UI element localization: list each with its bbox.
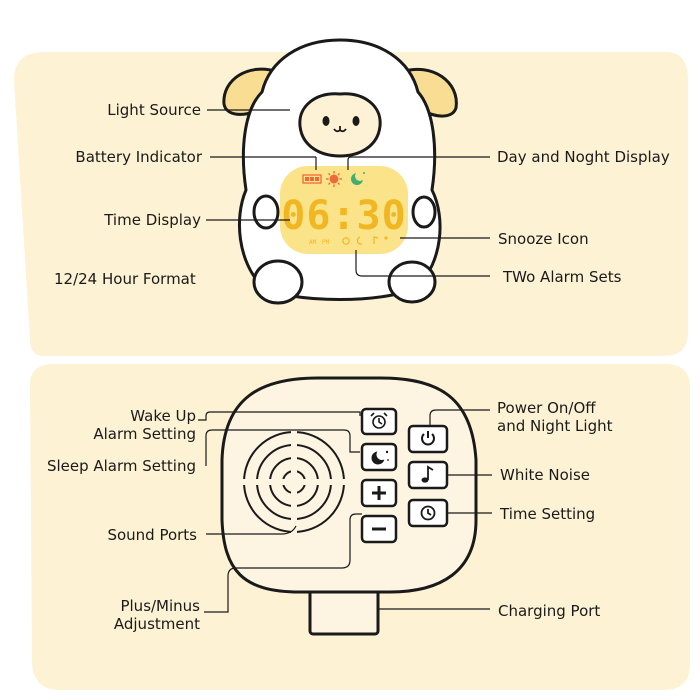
minus-button[interactable]	[360, 514, 398, 544]
left-foot	[252, 259, 304, 305]
light-source-label: Light Source	[107, 101, 201, 119]
music-note-icon	[421, 465, 434, 483]
lcd-screen	[280, 166, 408, 254]
white-noise-button[interactable]	[407, 460, 449, 490]
plus-button[interactable]	[360, 478, 398, 508]
time-display-label: Time Display	[104, 211, 201, 229]
sheep-face	[298, 92, 382, 158]
time-digits: 06:30	[281, 193, 406, 239]
clock-icon	[420, 505, 436, 521]
left-arm	[252, 194, 280, 230]
alarm-clock-icon	[370, 412, 388, 429]
sound-ports-label: Sound Ports	[107, 526, 197, 544]
sleep-alarm-label: Sleep Alarm Setting	[46, 457, 196, 475]
sun-icon	[326, 171, 342, 187]
charging-port-label: Charging Port	[498, 602, 601, 620]
mouth	[333, 126, 347, 133]
snooze-icon-label: Snooze Icon	[498, 230, 589, 248]
moon-stars-icon	[371, 449, 389, 465]
hour-format-label: 12/24 Hour Format	[54, 270, 196, 288]
power-label-line2: and Night Light	[497, 417, 613, 435]
plus-minus-label-line2: Adjustment	[113, 615, 200, 633]
two-alarm-sets-label: TWo Alarm Sets	[503, 268, 622, 286]
power-button[interactable]	[407, 424, 449, 454]
time-setting-button[interactable]	[407, 498, 449, 528]
pm-label: PM	[322, 239, 330, 246]
battery-icon	[302, 174, 322, 184]
speaker-grille	[240, 428, 348, 536]
snooze-alarm-icon	[342, 236, 388, 245]
wake-up-label-line1: Wake Up	[130, 407, 196, 425]
plus-icon	[372, 486, 386, 500]
wake-up-alarm-button[interactable]	[360, 407, 398, 436]
right-arm	[411, 195, 437, 229]
am-label: AM	[309, 239, 317, 246]
power-icon	[421, 431, 435, 446]
sheep-clock	[222, 38, 458, 305]
wake-up-label-line2: Alarm Setting	[93, 425, 196, 443]
left-eye	[322, 116, 330, 126]
top-leader-lines	[206, 109, 490, 277]
day-night-display-label: Day and Noght Display	[497, 148, 670, 166]
lcd-contents: 06:30 AM PM	[281, 171, 406, 246]
battery-indicator-label: Battery Indicator	[75, 148, 202, 166]
moon-icon	[351, 171, 365, 185]
right-foot	[387, 260, 437, 304]
white-noise-label: White Noise	[500, 466, 590, 484]
time-setting-label: Time Setting	[500, 505, 596, 523]
right-eye	[352, 116, 360, 126]
button-panel	[360, 407, 449, 544]
plus-minus-label-line1: Plus/Minus	[120, 597, 200, 615]
sleep-alarm-button[interactable]	[360, 442, 398, 472]
bottom-leader-lines	[198, 409, 492, 613]
power-label-line1: Power On/Off	[497, 399, 596, 417]
